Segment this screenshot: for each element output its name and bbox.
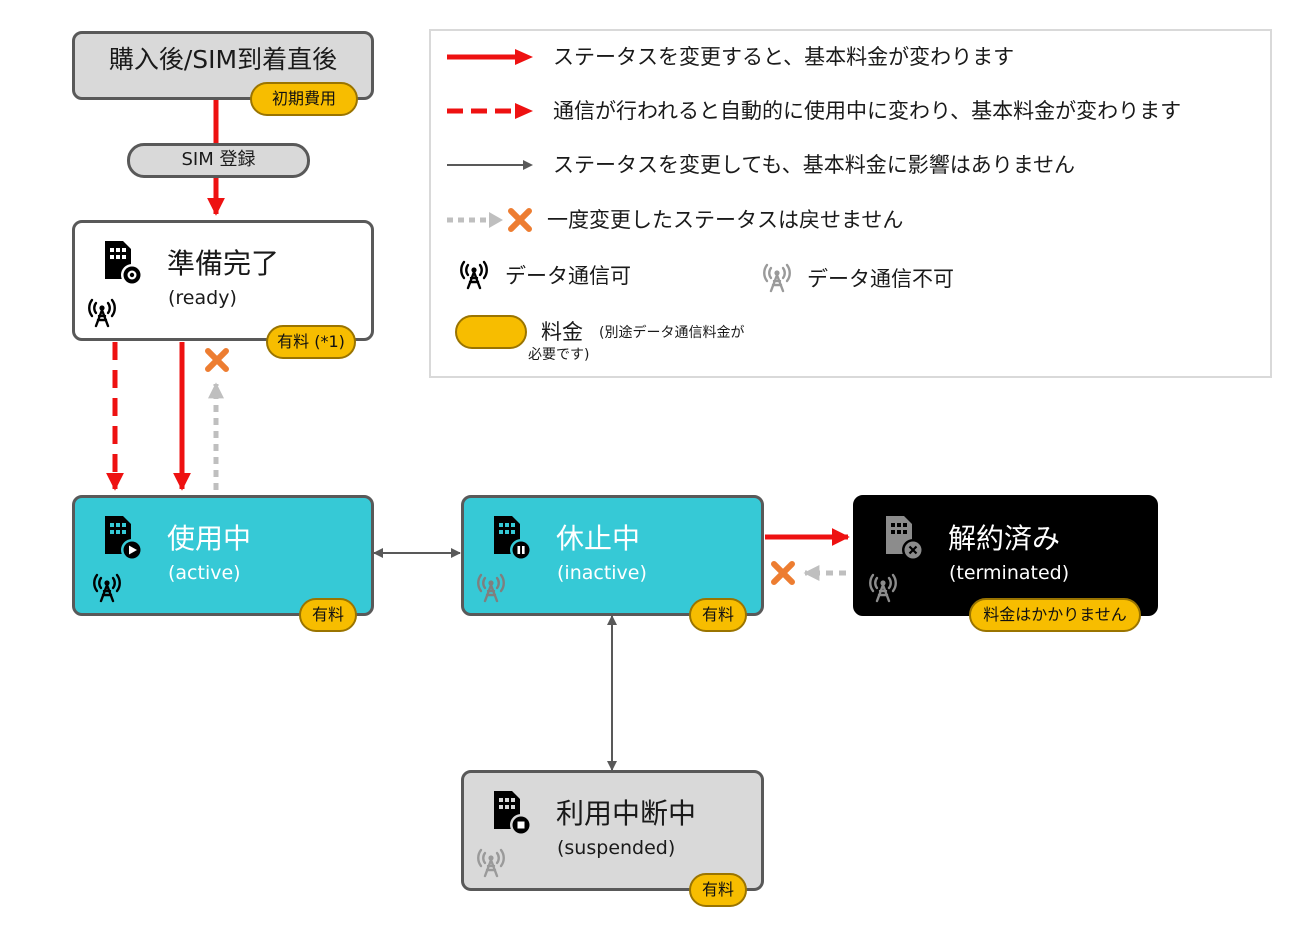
node-purchase: 購入後/SIM到着直後 [72, 31, 374, 100]
sim-card-stop-icon [494, 791, 532, 836]
node-title: 使用中 [167, 522, 252, 555]
antenna-tower-icon [869, 573, 897, 603]
node-title: 購入後/SIM到着直後 [108, 45, 338, 74]
legend-gray-solid-text: ステータスを変更しても、基本料金に影響はありません [553, 153, 1076, 177]
legend-irreversible-text: 一度変更したステータスは戻せません [547, 208, 904, 232]
sim-card-play-icon [105, 516, 143, 561]
fee-badge: 初期費用 [250, 82, 358, 116]
fee-badge: 有料 [299, 598, 357, 632]
sim-card-settings-icon [105, 241, 143, 286]
legend-fee-note: 必要です) [528, 347, 590, 363]
legend-red-dashed-arrow [447, 103, 533, 119]
node-terminated: 解約済み (terminated) [853, 495, 1158, 616]
antenna-tower-icon [763, 263, 791, 293]
legend-red-solid-text: ステータスを変更すると、基本料金が変わります [553, 45, 1015, 69]
legend-data-enabled-text: データ通信可 [505, 264, 631, 288]
fee-badge: 料金はかかりません [969, 598, 1141, 632]
legend-fee-note: (別途データ通信料金が [599, 325, 745, 341]
antenna-tower-icon [477, 573, 505, 603]
legend-red-solid-arrow [447, 49, 533, 65]
cross-icon [205, 348, 229, 372]
antenna-tower-icon [88, 298, 116, 328]
node-title: 解約済み [948, 522, 1061, 555]
node-subtitle: (suspended) [557, 837, 676, 859]
legend: ステータスを変更すると、基本料金が変わります 通信が行われると自動的に使用中に変… [429, 29, 1272, 378]
legend-data-disabled-text: データ通信不可 [807, 267, 954, 291]
legend-fee-swatch [455, 315, 527, 349]
sim-card-pause-icon [494, 516, 532, 561]
node-suspended: 利用中断中 (suspended) [461, 770, 764, 891]
legend-gray-solid-arrow [447, 160, 533, 170]
legend-red-dashed-text: 通信が行われると自動的に使用中に変わり、基本料金が変わります [553, 99, 1182, 123]
antenna-tower-icon [93, 573, 121, 603]
node-ready: 準備完了 (ready) [72, 220, 374, 341]
node-title: 利用中断中 [556, 797, 697, 830]
fee-badge: 有料 [689, 598, 747, 632]
antenna-tower-icon [460, 260, 488, 290]
node-inactive: 休止中 (inactive) [461, 495, 764, 616]
node-active: 使用中 (active) [72, 495, 374, 616]
antenna-tower-icon [477, 848, 505, 878]
node-subtitle: (inactive) [557, 562, 647, 584]
fee-badge: 有料 (*1) [266, 325, 356, 359]
node-title: 休止中 [556, 522, 641, 555]
node-subtitle: (ready) [168, 287, 237, 309]
cross-icon [771, 561, 795, 585]
sim-registration-label: SIM 登録 [127, 143, 310, 178]
node-title: 準備完了 [167, 247, 280, 280]
node-subtitle: (terminated) [949, 562, 1070, 584]
fee-badge: 有料 [689, 873, 747, 907]
legend-fee-label: 料金 [541, 320, 583, 344]
sim-card-close-icon [886, 516, 924, 561]
node-subtitle: (active) [168, 562, 241, 584]
legend-irreversible-arrow [447, 208, 532, 232]
